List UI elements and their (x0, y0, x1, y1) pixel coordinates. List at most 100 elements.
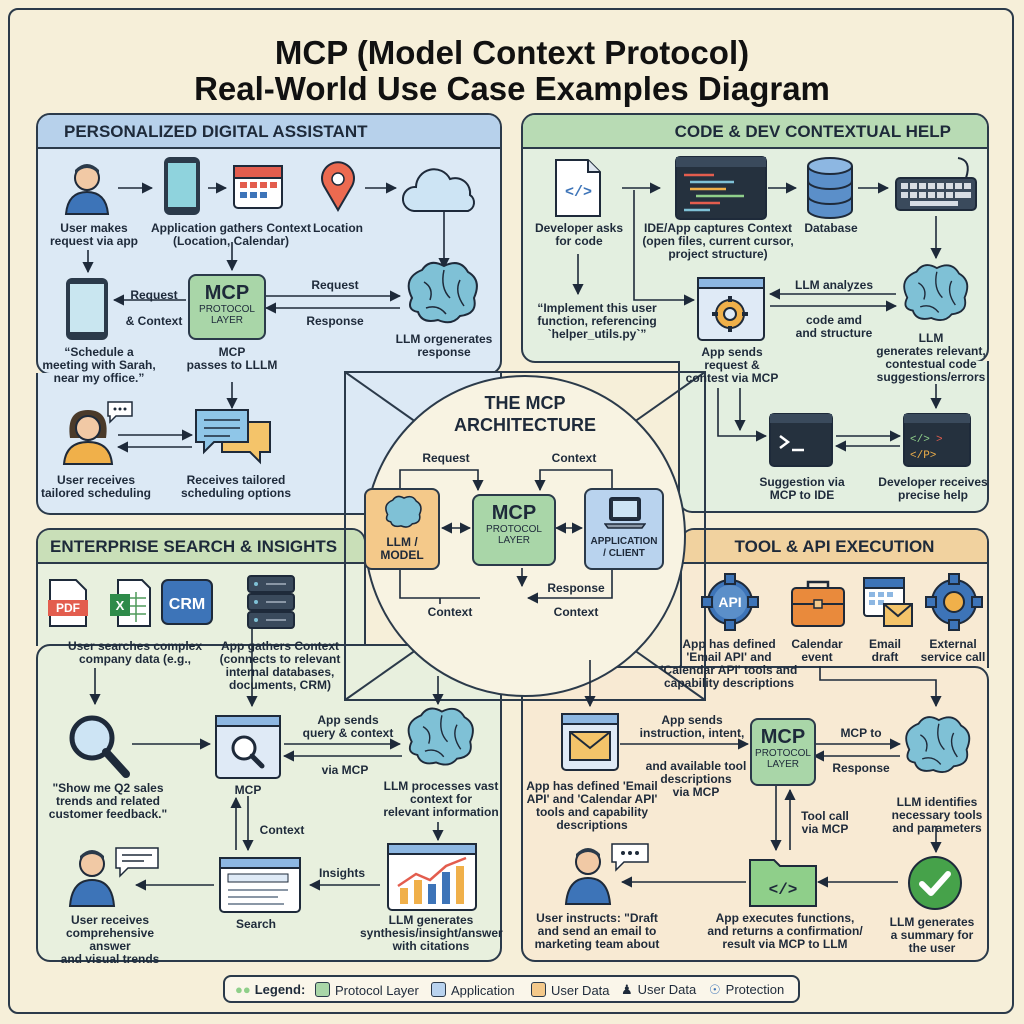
phone-icon (164, 157, 200, 215)
enterprise-user-searches: User searches complex company data (e.g.… (67, 639, 203, 666)
brain-icon-enterprise (407, 707, 474, 766)
tool-app-sends: App sends instruction, intent, (639, 713, 745, 740)
code-folder-icon: </> (749, 859, 817, 907)
brain-icon-center (385, 495, 422, 528)
brain-icon (407, 261, 478, 324)
center-mcp-sublabel: PROTOCOL LAYER (486, 524, 542, 546)
assistant-mcp-label: MCP (204, 282, 250, 304)
terminal-icon (769, 413, 833, 467)
assistant-request-label: Request (130, 288, 178, 302)
tool-available-descriptions: and available tool descriptions via MCP (645, 759, 747, 799)
legend-user-data-2: ♟ User Data (621, 982, 696, 998)
assistant-receives-tailored: Receives tailored scheduling options (181, 473, 291, 500)
app-gear-window-icon (697, 277, 765, 341)
legend-title: Legend: (254, 982, 306, 997)
keyboard-icon (895, 157, 977, 211)
tool-app-defined-2: App has defined 'Email API' and 'Calenda… (526, 779, 658, 832)
legend-label-1: Application (451, 983, 515, 998)
api-text: API (718, 594, 741, 610)
assistant-gathers-context: Application gathers Context (Location, C… (150, 221, 311, 248)
enterprise-header: ENTERPRISE SEARCH & INSIGHTS (38, 530, 364, 564)
legend-person-icon: ♟ (621, 982, 633, 997)
tool-mcp-sublabel: PROTOCOL LAYER (755, 748, 811, 770)
assistant-llm-generates: LLM orgenerates response (395, 332, 493, 359)
tool-mcp-to: MCP to (840, 726, 882, 740)
tool-llm-identifies: LLM identifies necessary tools and param… (891, 795, 983, 835)
center-llm-label: LLM / MODEL (380, 535, 424, 562)
tool-mcp-box: MCP PROTOCOL LAYER (750, 718, 816, 786)
svg-text:</>: </> (565, 184, 592, 201)
assistant-mcp-box: MCP PROTOCOL LAYER (188, 274, 266, 340)
center-request: Request (422, 451, 470, 465)
assistant-response: Response (306, 314, 364, 328)
api-gear-icon: API (701, 573, 759, 631)
tool-call-via-mcp: Tool call via MCP (801, 809, 849, 836)
chat-bubbles-icon (195, 409, 271, 465)
user-woman-icon (62, 410, 114, 465)
code-ide-captures: IDE/App captures Context (open files, cu… (642, 221, 794, 261)
enterprise-llm-processes: LLM processes vast context for relevant … (383, 779, 499, 819)
tool-calendar-event: Calendar event (791, 637, 843, 664)
code-database-label: Database (804, 221, 858, 235)
legend-database-icon: ☉ (709, 982, 721, 997)
message-bubble-icon (115, 847, 159, 878)
tool-user-instructs: User instructs: "Draft and send an email… (534, 911, 660, 951)
center-context-top: Context (551, 451, 597, 465)
code-llm-generates: LLM generates relevant, contestual code … (876, 331, 986, 384)
enterprise-app-sends: App sends query & context (302, 713, 394, 740)
svg-text:</P>: </P> (910, 450, 936, 462)
enterprise-app-gathers: App gathers Context (connects to relevan… (219, 639, 341, 692)
assistant-and-context: & Context (125, 314, 183, 328)
assistant-llm-request: Request (311, 278, 359, 292)
calendar-icon (233, 165, 283, 209)
svg-text:>: > (936, 434, 943, 446)
checkmark-icon (908, 856, 962, 910)
assistant-mcp-passes: MCP passes to LLLM (186, 345, 278, 372)
pdf-file-icon: PDF (48, 579, 88, 627)
code-dev-receives: Developer receives precise help (878, 475, 988, 502)
legend-label-2: User Data (551, 983, 610, 998)
legend-application: Application (431, 982, 515, 999)
enterprise-quote: "Show me Q2 sales trends and related cus… (48, 781, 168, 821)
legend-label-3: User Data (637, 982, 697, 997)
center-context-left: Context (427, 605, 473, 619)
legend: ●●Legend: Protocol Layer Application Use… (223, 975, 800, 1003)
magnifier-icon (69, 715, 130, 778)
code-window-icon: </> > </P> (903, 413, 971, 467)
speech-bubble-icon-tool (611, 843, 649, 872)
center-response: Response (547, 581, 605, 595)
laptop-icon (604, 497, 646, 529)
code-suggestion: Suggestion via MCP to IDE (759, 475, 845, 502)
assistant-user-receives: User receives tailored scheduling (40, 473, 151, 500)
svg-text:</>: </> (769, 881, 798, 899)
ide-window-icon (675, 156, 767, 220)
title-line-1: MCP (Model Context Protocol) (274, 34, 750, 71)
database-icon (807, 157, 853, 219)
tool-llm-summary: LLM generates a summary for the user (889, 915, 975, 955)
center-context-right: Context (553, 605, 599, 619)
center-mcp-label: MCP (491, 502, 537, 524)
legend-protocol-layer: Protocol Layer (315, 982, 419, 999)
tool-external-service: External service call (920, 637, 986, 664)
center-title: THE MCP ARCHITECTURE (454, 393, 596, 435)
legend-swatch-application (431, 982, 446, 997)
brain-icon-code (903, 264, 969, 321)
pdf-text: PDF (56, 601, 80, 615)
legend-protection: ☉Protection (709, 982, 784, 998)
legend-label-0: Protocol Layer (335, 983, 419, 998)
service-gear-icon (925, 573, 983, 631)
code-amd-structure: code amd and structure (795, 313, 873, 340)
enterprise-llm-generates: LLM generates synthesis/insight/answer w… (360, 913, 503, 953)
center-llm-box: LLM / MODEL (364, 488, 440, 570)
tool-response: Response (832, 761, 890, 775)
enterprise-user-receives: User receives comprehensive answer and v… (60, 913, 160, 966)
tool-app-defined: App has defined 'Email API' and 'Calenda… (660, 637, 798, 690)
excel-text: X (116, 598, 125, 613)
enterprise-context: Context (259, 823, 305, 837)
speech-bubble-icon (107, 401, 133, 424)
enterprise-insights: Insights (318, 866, 365, 880)
search-window-icon (215, 715, 281, 779)
outer-frame (8, 8, 1014, 1014)
tool-header: TOOL & API EXECUTION (682, 530, 987, 564)
